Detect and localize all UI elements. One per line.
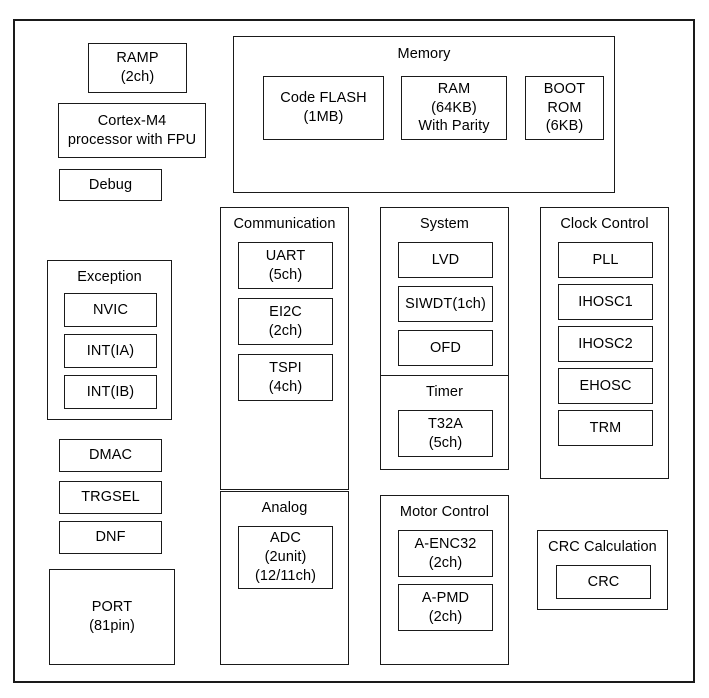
block-crc-line-0: CRC xyxy=(587,573,620,590)
block-code-flash-line-0: Code FLASH xyxy=(280,90,367,107)
block-code-flash: Code FLASH (1MB) xyxy=(263,76,384,140)
block-pll: PLL xyxy=(558,242,653,278)
block-tspi: TSPI (4ch) xyxy=(238,354,333,401)
block-cortex-m4-line-0: Cortex-M4 xyxy=(97,112,167,129)
block-ihosc1-line-0: IHOSC1 xyxy=(578,293,633,310)
block-siwdt: SIWDT(1ch) xyxy=(398,286,493,322)
block-dnf: DNF xyxy=(59,521,162,554)
block-dmac: DMAC xyxy=(59,439,162,472)
block-ehosc-line-0: EHOSC xyxy=(579,377,632,394)
chip-outer-frame: RAMP (2ch) Cortex-M4 processor with FPU … xyxy=(13,19,695,683)
group-timer-title: Timer xyxy=(425,384,463,400)
block-ehosc: EHOSC xyxy=(558,368,653,404)
group-clock-control: Clock Control PLL IHOSC1 IHOSC2 EHOSC TR… xyxy=(540,207,669,479)
block-ramp-line-0: RAMP xyxy=(116,50,159,67)
block-uart-line-0: UART xyxy=(265,247,306,264)
group-timer: Timer T32A (5ch) xyxy=(380,375,509,470)
block-ihosc2: IHOSC2 xyxy=(558,326,653,362)
block-cortex-m4-line-1: processor with FPU xyxy=(67,131,197,148)
block-ram: RAM (64KB) With Parity xyxy=(401,76,507,140)
group-exception: Exception NVIC INT(IA) INT(IB) xyxy=(47,260,172,420)
group-memory: Memory Code FLASH (1MB) RAM (64KB) With … xyxy=(233,36,615,193)
block-a-enc32-line-1: (2ch) xyxy=(428,554,463,571)
group-motor-control: Motor Control A-ENC32 (2ch) A-PMD (2ch) xyxy=(380,495,509,665)
block-ei2c-line-0: EI2C xyxy=(269,303,302,320)
block-int-ia-line-0: INT(IA) xyxy=(86,342,135,359)
group-crc-calculation-title: CRC Calculation xyxy=(548,539,657,555)
group-analog-title: Analog xyxy=(261,500,308,516)
block-t32a: T32A (5ch) xyxy=(398,410,493,457)
group-system-title: System xyxy=(420,216,469,232)
block-boot-rom: BOOT ROM (6KB) xyxy=(525,76,604,140)
group-communication: Communication UART (5ch) EI2C (2ch) TSPI… xyxy=(220,207,349,490)
block-lvd: LVD xyxy=(398,242,493,278)
block-port-line-0: PORT xyxy=(91,599,133,616)
block-trgsel: TRGSEL xyxy=(59,481,162,514)
block-trm: TRM xyxy=(558,410,653,446)
block-adc-line-0: ADC xyxy=(270,530,301,547)
block-adc-line-1: (2unit) xyxy=(264,549,307,566)
block-trgsel-line-0: TRGSEL xyxy=(81,489,140,506)
block-siwdt-line-0: SIWDT(1ch) xyxy=(405,295,486,312)
group-memory-title: Memory xyxy=(397,46,451,62)
block-a-pmd: A-PMD (2ch) xyxy=(398,584,493,631)
block-int-ib-line-0: INT(IB) xyxy=(86,383,135,400)
block-ramp: RAMP (2ch) xyxy=(88,43,187,93)
block-a-enc32: A-ENC32 (2ch) xyxy=(398,530,493,577)
block-pll-line-0: PLL xyxy=(592,251,619,268)
block-int-ib: INT(IB) xyxy=(64,375,157,409)
block-cortex-m4: Cortex-M4 processor with FPU xyxy=(58,103,206,158)
group-communication-title: Communication xyxy=(233,216,336,232)
block-ram-line-2: With Parity xyxy=(418,118,490,135)
block-t32a-line-0: T32A xyxy=(427,415,464,432)
block-ram-line-1: (64KB) xyxy=(431,99,477,116)
block-ihosc2-line-0: IHOSC2 xyxy=(578,335,633,352)
block-port: PORT (81pin) xyxy=(49,569,175,665)
group-system: System LVD SIWDT(1ch) OFD xyxy=(380,207,509,379)
block-boot-rom-line-0: BOOT xyxy=(543,80,586,97)
block-t32a-line-1: (5ch) xyxy=(428,434,463,451)
group-clock-control-title: Clock Control xyxy=(560,216,649,232)
block-ofd: OFD xyxy=(398,330,493,366)
block-ei2c: EI2C (2ch) xyxy=(238,298,333,345)
block-boot-rom-line-1: ROM xyxy=(547,99,582,116)
group-crc-calculation: CRC Calculation CRC xyxy=(537,530,668,610)
block-uart: UART (5ch) xyxy=(238,242,333,289)
block-uart-line-1: (5ch) xyxy=(268,266,303,283)
block-ramp-line-1: (2ch) xyxy=(120,69,155,85)
block-a-pmd-line-0: A-PMD xyxy=(421,589,470,606)
block-dnf-line-0: DNF xyxy=(95,529,126,546)
block-port-line-1: (81pin) xyxy=(89,618,135,634)
block-int-ia: INT(IA) xyxy=(64,334,157,368)
block-boot-rom-line-2: (6KB) xyxy=(545,118,584,135)
block-tspi-line-1: (4ch) xyxy=(268,378,303,395)
block-code-flash-line-1: (1MB) xyxy=(303,109,344,125)
block-lvd-line-0: LVD xyxy=(431,251,460,268)
group-motor-control-title: Motor Control xyxy=(399,504,490,520)
block-ram-line-0: RAM xyxy=(437,80,471,97)
block-adc: ADC (2unit) (12/11ch) xyxy=(238,526,333,589)
block-crc: CRC xyxy=(556,565,651,599)
block-tspi-line-0: TSPI xyxy=(269,359,302,376)
block-debug: Debug xyxy=(59,169,162,201)
block-nvic-line-0: NVIC xyxy=(92,301,129,318)
block-ihosc1: IHOSC1 xyxy=(558,284,653,320)
group-exception-title: Exception xyxy=(77,269,142,285)
group-analog: Analog ADC (2unit) (12/11ch) xyxy=(220,491,349,665)
block-nvic: NVIC xyxy=(64,293,157,327)
block-ofd-line-0: OFD xyxy=(430,339,461,356)
block-a-pmd-line-1: (2ch) xyxy=(428,608,463,625)
block-debug-line-0: Debug xyxy=(88,176,133,193)
block-a-enc32-line-0: A-ENC32 xyxy=(414,535,477,552)
block-adc-line-2: (12/11ch) xyxy=(254,567,317,584)
block-ei2c-line-1: (2ch) xyxy=(268,322,303,339)
block-dmac-line-0: DMAC xyxy=(88,447,133,464)
block-trm-line-0: TRM xyxy=(589,419,622,436)
